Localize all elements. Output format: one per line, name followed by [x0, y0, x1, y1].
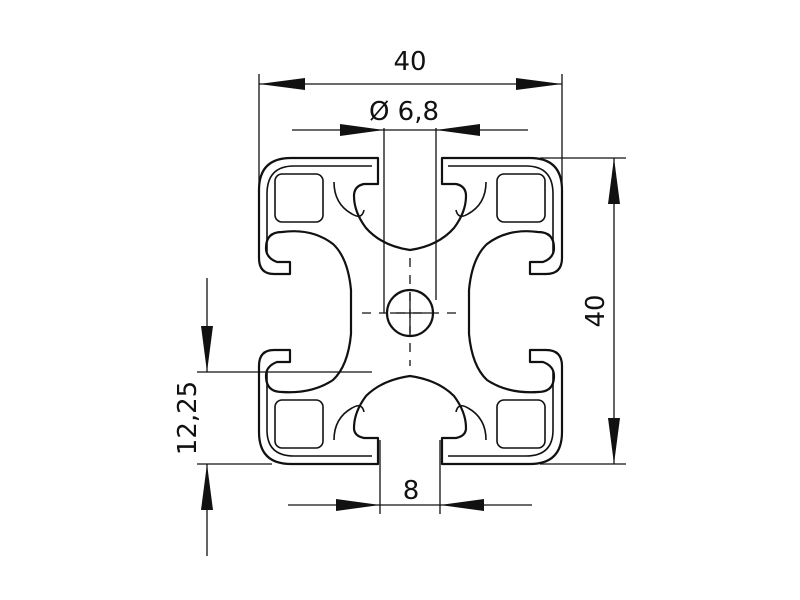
- arrow-top: [201, 326, 213, 372]
- corner-cavity-top-right: [496, 173, 546, 223]
- dimension-label-right-height: 40: [581, 294, 611, 327]
- arrow-bottom: [201, 464, 213, 510]
- slot-lip-top-right: [455, 181, 487, 218]
- slot-lip-top-left: [333, 181, 365, 218]
- slot-lip-bottom-right: [455, 404, 487, 441]
- arrow-left: [340, 124, 384, 136]
- center-lines: [362, 258, 462, 366]
- slot-lip-bottom-left: [333, 404, 365, 441]
- corner-cavity-bottom-right: [496, 399, 546, 449]
- arrow-left: [259, 78, 305, 90]
- dimension-label-top-width: 40: [393, 47, 426, 77]
- dimension-label-slot-width: 8: [403, 476, 420, 506]
- dimension-left-height: 12,25: [173, 278, 372, 556]
- dimension-right-height: 40: [540, 157, 626, 465]
- profile-inner-contour: [266, 165, 554, 457]
- profile-cross-section: [257, 156, 564, 466]
- arrow-top: [608, 158, 620, 204]
- arrow-right: [436, 124, 480, 136]
- arrow-right: [440, 499, 484, 511]
- corner-cavity-top-left: [274, 173, 324, 223]
- arrow-left: [336, 499, 380, 511]
- corner-cavity-bottom-left: [274, 399, 324, 449]
- dimension-label-hole-diameter: Ø 6,8: [369, 97, 439, 127]
- arrow-bottom: [608, 418, 620, 464]
- dimension-top-width: 40: [258, 47, 563, 190]
- profile-outer-outline: [257, 156, 564, 466]
- arrow-right: [516, 78, 562, 90]
- dimension-hole-diameter: Ø 6,8: [292, 97, 528, 313]
- dimension-slot-width: 8: [288, 440, 532, 514]
- dimension-label-left-height: 12,25: [173, 381, 203, 455]
